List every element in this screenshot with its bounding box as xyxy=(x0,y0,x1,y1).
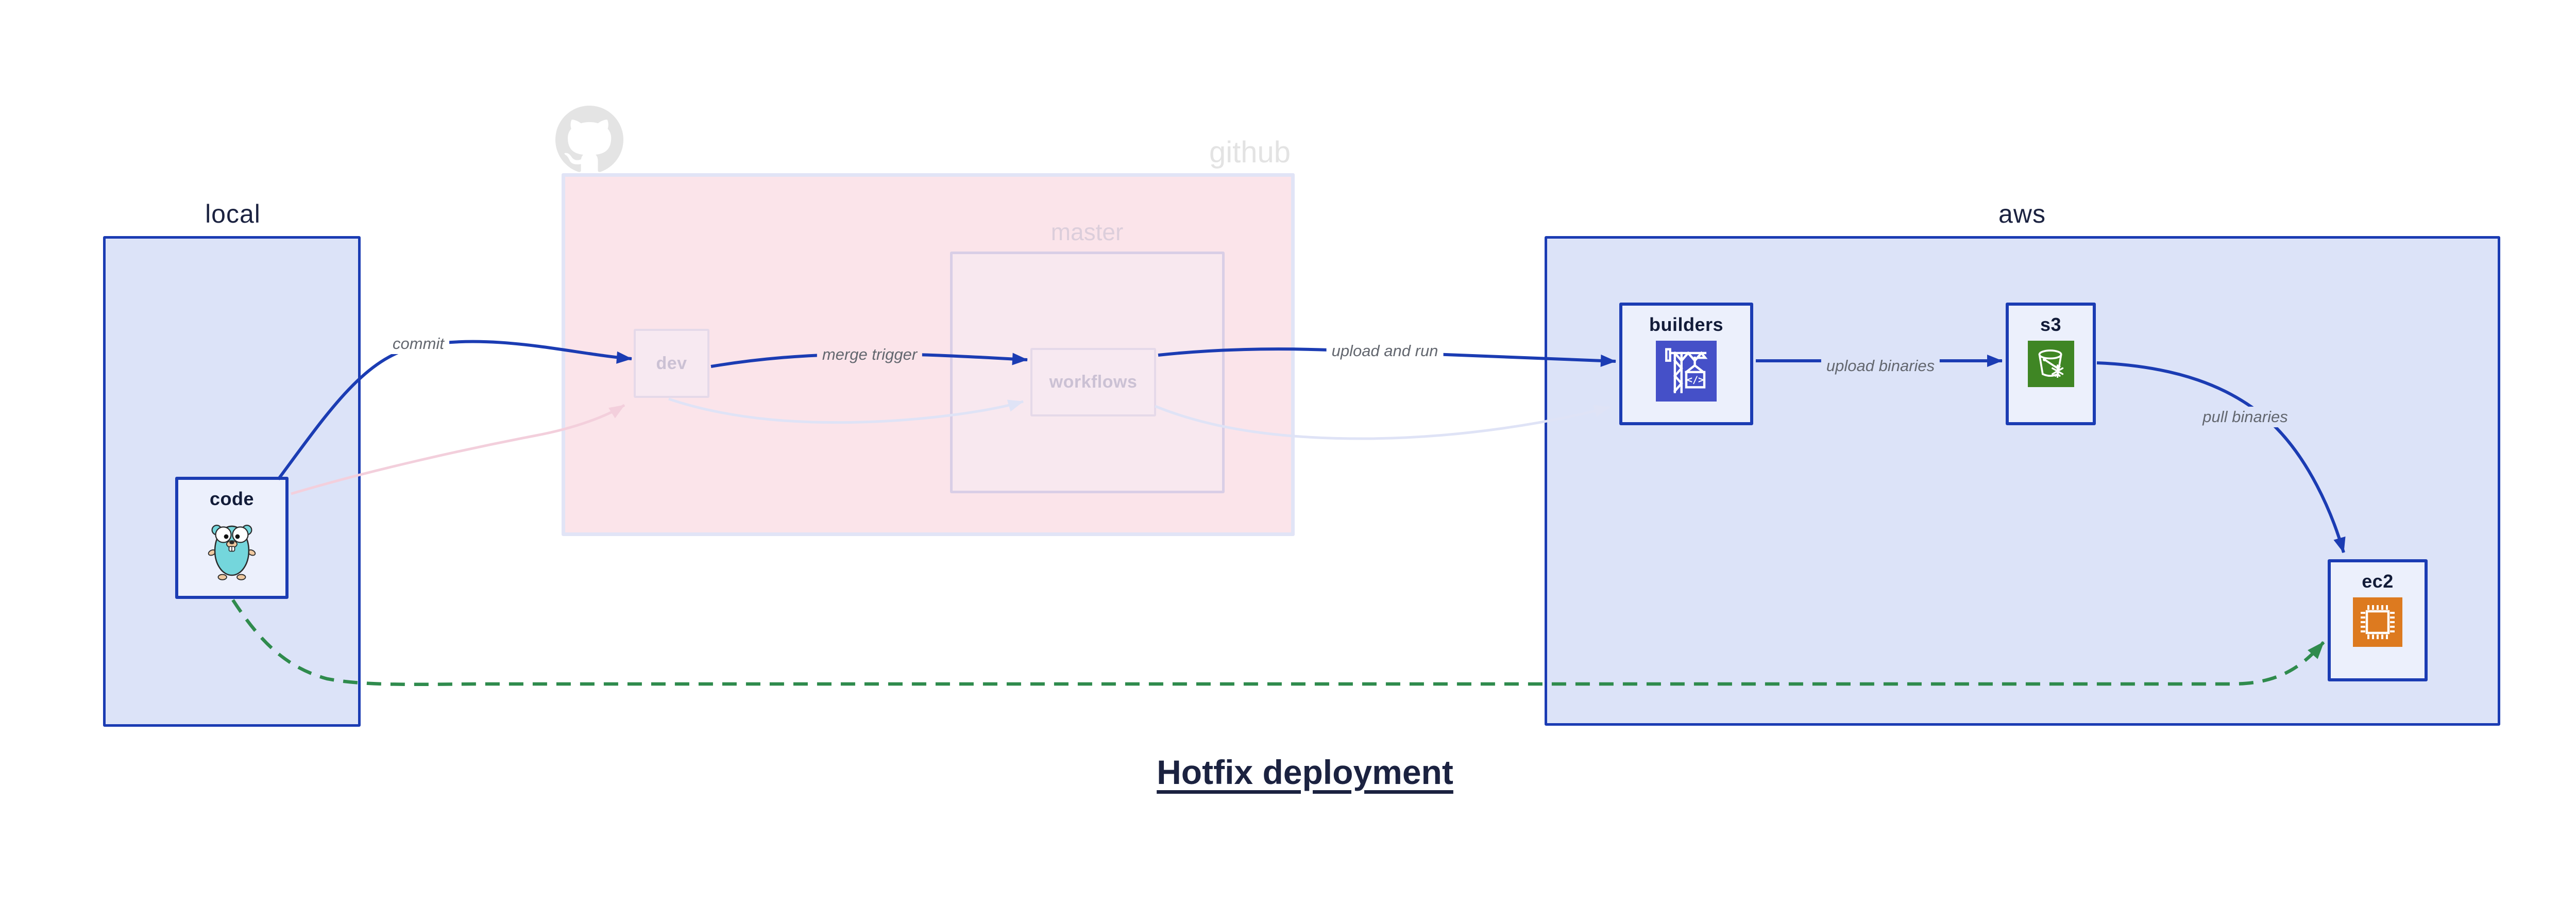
edge-label-pull-binaries: pull binaries xyxy=(2197,407,2293,427)
edge-label-merge-trigger: merge trigger xyxy=(817,344,923,365)
node-builders: builders </> xyxy=(1619,303,1753,425)
local-group-label: local xyxy=(205,199,261,228)
node-s3-label: s3 xyxy=(2040,314,2062,335)
edge-label-upload-and-run: upload and run xyxy=(1326,341,1444,361)
node-code-label: code xyxy=(209,488,255,509)
s3-glacier-bucket-snowflake-icon xyxy=(2027,341,2074,390)
node-ec2-label: ec2 xyxy=(2362,571,2394,592)
node-workflows-label: workflows xyxy=(1049,372,1138,392)
edge-label-upload-binaries: upload binaries xyxy=(1821,356,1940,376)
github-group-label: github xyxy=(1209,136,1291,169)
svg-text:</>: </> xyxy=(1687,375,1704,386)
codebuild-crane-icon: </> xyxy=(1656,341,1717,404)
node-code: code xyxy=(175,477,289,599)
node-ec2: ec2 xyxy=(2328,559,2428,681)
node-workflows: workflows xyxy=(1030,348,1156,416)
go-gopher-icon xyxy=(203,515,261,583)
node-dev-label: dev xyxy=(656,353,687,373)
diagram-title: Hotfix deployment xyxy=(1157,753,1453,791)
aws-group-label: aws xyxy=(1998,199,2046,228)
node-dev: dev xyxy=(634,329,709,398)
master-branch-label: master xyxy=(1050,219,1124,245)
ec2-chip-icon xyxy=(2353,597,2402,649)
github-octocat-icon xyxy=(555,106,623,172)
edge-label-commit: commit xyxy=(387,333,449,354)
node-builders-label: builders xyxy=(1649,314,1724,335)
node-s3: s3 xyxy=(2006,303,2096,425)
